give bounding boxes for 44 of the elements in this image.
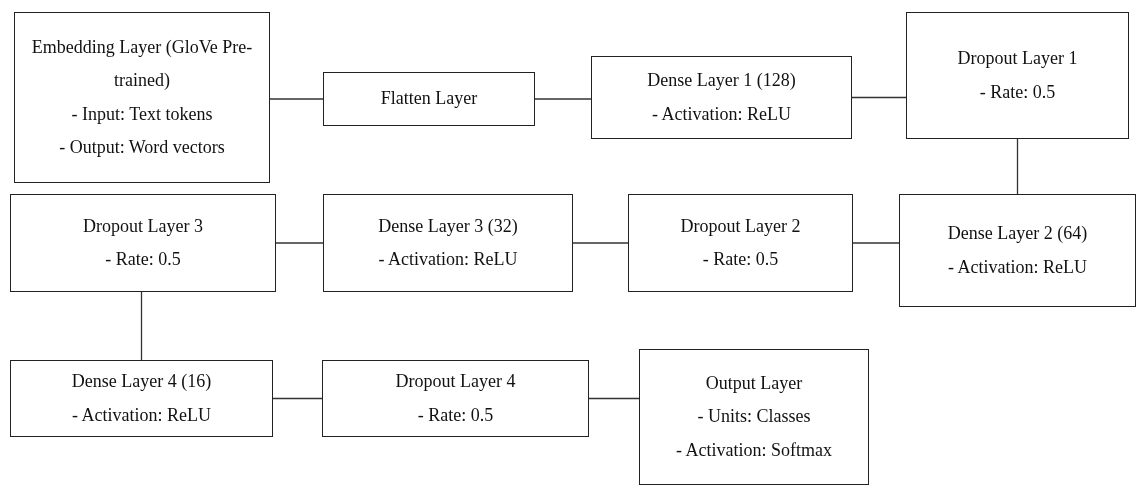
layer-box xyxy=(906,12,1129,139)
layer-detail: - Rate: 0.5 xyxy=(979,80,1056,104)
connector-line xyxy=(275,242,324,244)
layer-title: Dense Layer 4 (16) xyxy=(71,370,212,394)
layer-detail: - Activation: ReLU xyxy=(652,102,791,126)
layer-title: Dense Layer 3 (32) xyxy=(378,214,518,238)
layer-detail: - Rate: 0.5 xyxy=(702,248,779,271)
layer-title: Dense Layer 2 (64) xyxy=(947,222,1088,246)
layer-box xyxy=(628,194,853,292)
connector-line xyxy=(851,96,907,99)
layer-detail: - Output: Word vectors xyxy=(59,135,225,159)
layer-box xyxy=(591,56,852,139)
layer-detail: - Activation: Softmax xyxy=(676,438,832,462)
layer-detail: - Activation: ReLU xyxy=(378,248,518,271)
connector-line xyxy=(140,291,143,361)
layer-title: Dropout Layer 3 xyxy=(83,214,203,238)
layer-title: Output Layer xyxy=(705,372,803,396)
layer-title: Dropout Layer 2 xyxy=(680,214,801,238)
connector-line xyxy=(269,98,324,100)
connector-line xyxy=(534,98,592,100)
connector-line xyxy=(588,397,640,400)
layer-title: Flatten Layer xyxy=(380,87,478,111)
layer-detail: - Rate: 0.5 xyxy=(417,403,494,427)
layer-box xyxy=(322,360,589,437)
layer-detail: - Input: Text tokens xyxy=(71,102,213,126)
layer-box xyxy=(323,72,535,126)
layer-detail: - Activation: ReLU xyxy=(72,403,211,427)
layer-box xyxy=(323,194,573,292)
layer-title: Embedding Layer (GloVe Pre-trained) xyxy=(30,35,254,93)
layer-title: Dropout Layer 4 xyxy=(395,370,516,394)
layer-box xyxy=(899,194,1136,307)
layer-detail: - Rate: 0.5 xyxy=(105,248,181,271)
layer-box xyxy=(10,360,273,437)
connector-line xyxy=(1016,138,1019,195)
connector-line xyxy=(852,242,900,244)
layer-title: Dense Layer 1 (128) xyxy=(647,69,796,93)
layer-box xyxy=(639,349,869,485)
layer-title: Dropout Layer 1 xyxy=(957,47,1078,71)
layer-detail: - Units: Classes xyxy=(697,405,811,429)
connector-line xyxy=(272,397,323,400)
layer-detail: - Activation: ReLU xyxy=(948,255,1087,279)
layer-box xyxy=(10,194,276,292)
layer-box xyxy=(14,12,270,183)
connector-line xyxy=(572,242,629,244)
